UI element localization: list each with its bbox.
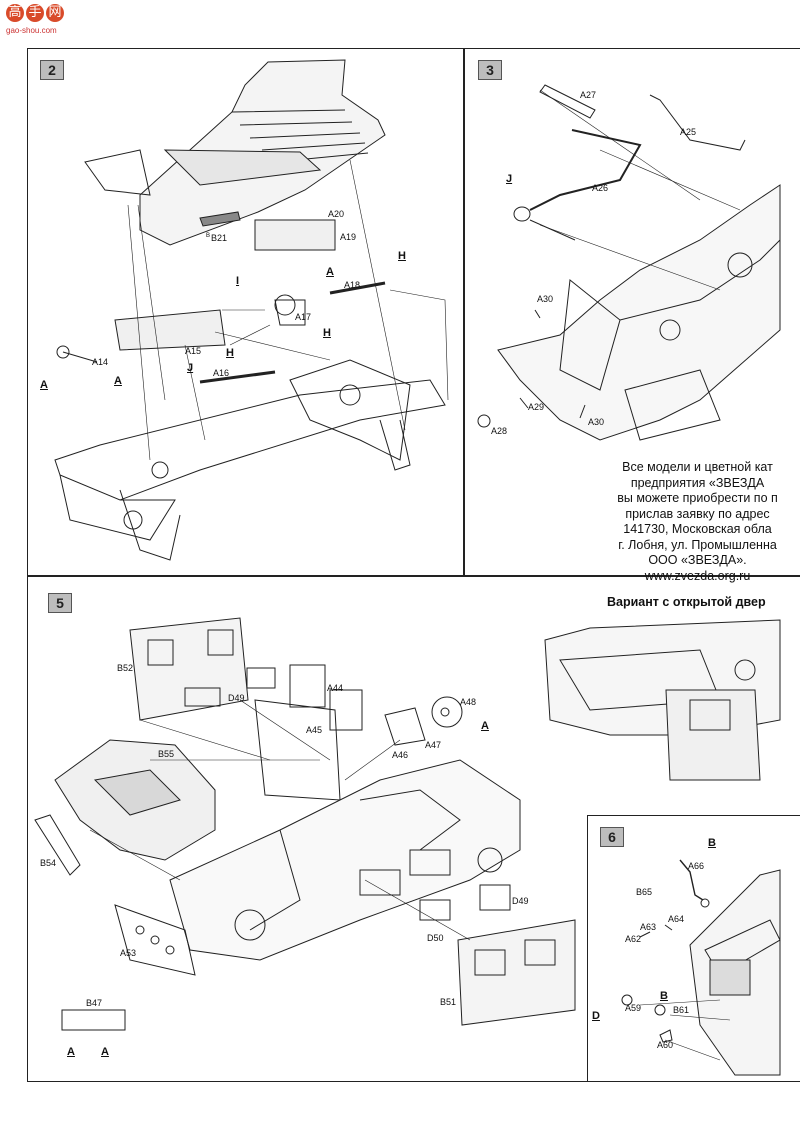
body-assembly-drawing xyxy=(34,617,576,1031)
part-label: A60 xyxy=(657,1040,674,1050)
info-line: предприятия «ЗВЕЗДА xyxy=(630,475,765,490)
assembly-ref: A xyxy=(40,379,48,391)
info-line: Все модели и цветной кат xyxy=(622,460,773,474)
step-2-badge: 2 xyxy=(40,60,64,80)
part-label: D50 xyxy=(427,933,444,943)
assembly-ref: I xyxy=(236,275,240,287)
step-6-badge: 6 xyxy=(600,827,624,847)
info-line: 141730, Московская обла xyxy=(623,522,772,536)
open-door-variant-drawing xyxy=(544,619,781,781)
part-label: B55 xyxy=(158,749,175,759)
part-label: A47 xyxy=(425,740,442,750)
assembly-ref: B xyxy=(708,837,716,849)
part-label: D49 xyxy=(512,896,529,906)
assembly-ref: A xyxy=(67,1046,75,1058)
part-label: A46 xyxy=(392,750,409,760)
watermark-glyph: 网 xyxy=(46,4,64,22)
assembly-ref: A xyxy=(114,375,122,387)
variant-title: Вариант с открытой двер xyxy=(607,595,766,609)
part-label: BB21 xyxy=(206,233,228,243)
part-label: B61 xyxy=(673,1005,690,1015)
assembly-ref: B xyxy=(660,990,668,1002)
assembly-ref: A xyxy=(101,1046,109,1058)
assembly-ref: H xyxy=(323,327,331,339)
part-label: A66 xyxy=(688,861,705,871)
watermark-glyph: 高 xyxy=(6,4,24,22)
part-label: B52 xyxy=(117,663,134,673)
front-end-drawing xyxy=(621,859,781,1076)
watermark-logo: 高手网 gao-shou.com xyxy=(6,4,66,35)
info-line: прислав заявку по адрес xyxy=(625,506,770,521)
part-label: A63 xyxy=(640,922,657,932)
part-label: A45 xyxy=(306,725,323,735)
watermark-url: gao-shou.com xyxy=(6,26,57,35)
leader-lines xyxy=(127,159,449,461)
part-label: A27 xyxy=(580,90,597,100)
part-label: A62 xyxy=(625,934,642,944)
part-label: A16 xyxy=(213,368,230,378)
part-label: A59 xyxy=(625,1003,642,1013)
assembly-ref: J xyxy=(187,362,194,374)
part-label: A19 xyxy=(340,232,357,242)
info-line: г. Лобня, ул. Промышленна xyxy=(618,537,777,552)
part-label: A64 xyxy=(668,914,685,924)
part-label: D49 xyxy=(228,693,245,703)
assembly-ref: H xyxy=(226,347,234,359)
assembly-ref: H xyxy=(398,250,406,262)
part-label: A25 xyxy=(680,127,697,137)
part-label: A30 xyxy=(537,294,554,304)
part-label: A20 xyxy=(328,209,345,219)
part-label: A15 xyxy=(185,346,202,356)
floor-pan-drawing xyxy=(84,59,386,246)
step-5-badge: 5 xyxy=(48,593,72,613)
part-label: A14 xyxy=(92,357,109,367)
website-link[interactable]: www.zvezda.org.ru xyxy=(644,568,751,583)
info-line: вы можете приобрести по п xyxy=(617,491,778,505)
step-2-frame xyxy=(27,48,465,577)
step-3-badge: 3 xyxy=(478,60,502,80)
part-label: B54 xyxy=(40,858,57,868)
chassis-exhaust-drawing xyxy=(477,84,781,441)
step-5-frame xyxy=(27,575,800,1082)
part-label: B51 xyxy=(440,997,457,1007)
step-3-frame xyxy=(463,48,800,577)
part-label: A26 xyxy=(592,183,609,193)
part-label: A48 xyxy=(460,697,477,707)
company-info-text: Все модели и цветной кат предприятия «ЗВ… xyxy=(595,460,800,584)
assembly-ref: A xyxy=(326,266,334,278)
step-6-frame xyxy=(587,815,800,1081)
watermark-glyph: 手 xyxy=(26,4,44,22)
part-label: A29 xyxy=(528,402,545,412)
part-label: A28 xyxy=(491,426,508,436)
part-label: B65 xyxy=(636,887,653,897)
chassis-frame-drawing xyxy=(54,359,446,561)
part-label: A18 xyxy=(344,280,361,290)
part-label: B47 xyxy=(86,998,103,1008)
part-label: A53 xyxy=(120,948,137,958)
part-label: A30 xyxy=(588,417,605,427)
assembly-ref: A xyxy=(481,720,489,732)
part-label: A44 xyxy=(327,683,344,693)
assembly-ref: D xyxy=(592,1010,600,1022)
info-line: ООО «ЗВЕЗДА». xyxy=(648,553,747,567)
assembly-ref: J xyxy=(506,173,513,185)
part-label: A17 xyxy=(295,312,312,322)
